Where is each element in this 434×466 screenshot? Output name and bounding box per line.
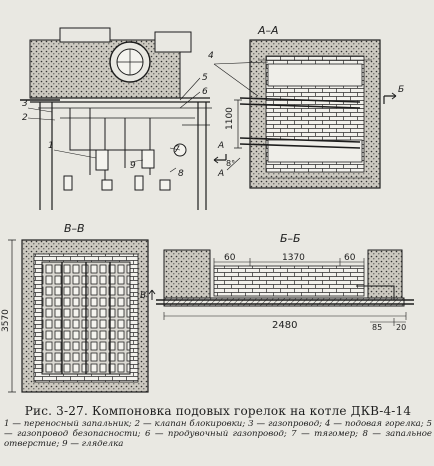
callout-4: 4 xyxy=(208,51,214,61)
callout-6: 6 xyxy=(202,87,208,97)
caption-title: Рис. 3-27. Компоновка подовых горелок на… xyxy=(24,404,412,418)
marker-v: В xyxy=(140,291,146,301)
section-bb-title: Б–Б xyxy=(280,232,301,245)
dim-1100: 1100 xyxy=(225,107,235,130)
dim-bb-left: 60 xyxy=(224,253,236,263)
callout-3: 3 xyxy=(22,99,28,109)
callout-1: 1 xyxy=(48,141,54,151)
dim-angle: 8° xyxy=(226,159,235,168)
floor-slab xyxy=(163,297,405,307)
dim-bb-end: 20 xyxy=(396,323,406,332)
section-vv-view xyxy=(8,239,149,393)
marker-a-bottom: А xyxy=(217,169,224,179)
callout-9: 9 xyxy=(130,161,136,171)
section-bb-view xyxy=(148,249,414,326)
section-aa-title: А–А xyxy=(257,24,279,37)
dim-3570: 3570 xyxy=(1,309,11,332)
section-aa-view xyxy=(213,39,397,189)
dim-bb-mid: 1370 xyxy=(282,253,305,263)
gas-pipe-bb xyxy=(156,299,414,305)
callout-7: 7 xyxy=(174,145,180,155)
dim-bb-gap: 85 xyxy=(372,323,382,332)
dim-bb-right: 60 xyxy=(344,253,356,263)
marker-b: Б xyxy=(398,85,404,95)
dim-bb-total: 2480 xyxy=(272,320,297,331)
section-vv-title: В–В xyxy=(64,222,85,235)
front-elevation-view xyxy=(20,27,227,210)
callout-2: 2 xyxy=(22,113,28,123)
burner-upper xyxy=(239,97,361,109)
marker-a-top: А xyxy=(217,141,224,151)
callout-5: 5 xyxy=(202,73,208,83)
figure-caption: Рис. 3-27. Компоновка подовых горелок на… xyxy=(4,404,432,449)
caption-legend: 1 — переносный запальник; 2 — клапан бло… xyxy=(4,419,432,449)
blocking-valve xyxy=(95,149,109,171)
callout-8: 8 xyxy=(178,169,184,179)
burner-lower xyxy=(239,137,361,149)
